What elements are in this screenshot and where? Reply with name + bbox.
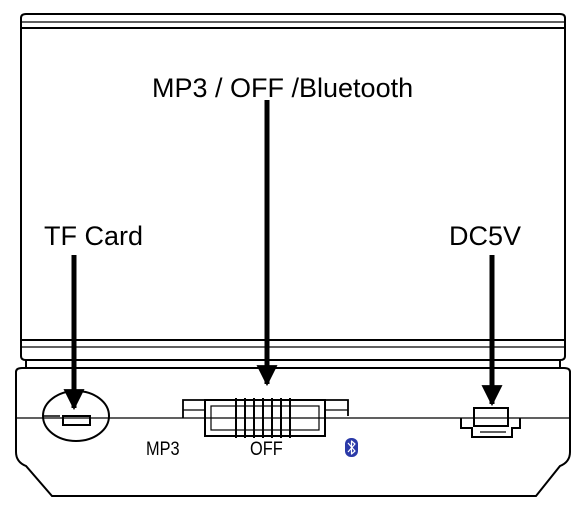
dc5v-port bbox=[460, 407, 521, 438]
mode-switch-label: MP3 / OFF /Bluetooth bbox=[152, 73, 414, 103]
switch-position-off: OFF bbox=[250, 439, 283, 460]
speaker-top-rim bbox=[20, 13, 566, 29]
mode-slide-switch bbox=[182, 398, 349, 438]
switch-position-mp3: MP3 bbox=[146, 439, 180, 460]
switch-knob-ridges bbox=[235, 398, 291, 438]
dc5v-label: DC5V bbox=[449, 221, 522, 251]
speaker-base bbox=[15, 360, 571, 497]
speaker-body bbox=[20, 28, 566, 361]
tf-card-label: TF Card bbox=[44, 221, 144, 251]
bluetooth-icon bbox=[345, 438, 358, 457]
